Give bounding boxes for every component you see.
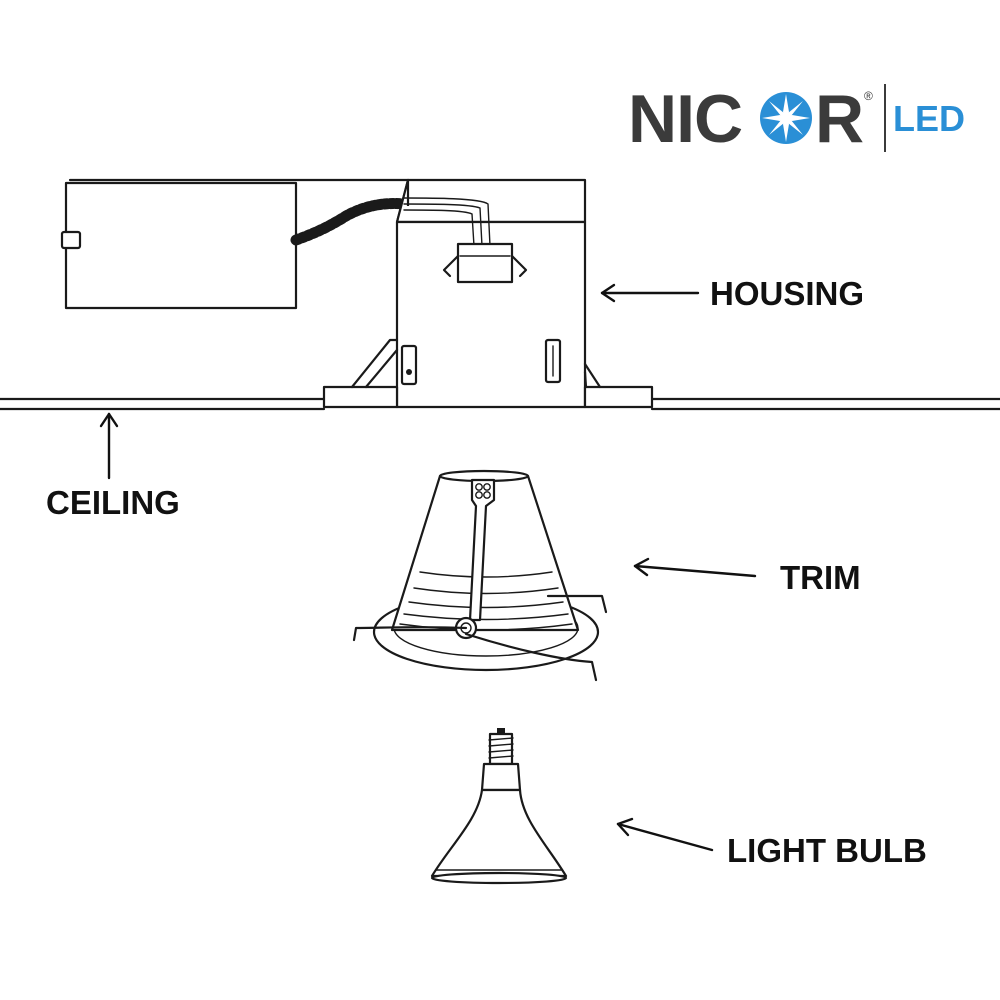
trim-arrow <box>633 557 757 578</box>
lamp-socket <box>456 242 514 284</box>
trim-spring-wire-left <box>352 626 468 642</box>
mounting-flange-right <box>583 385 654 409</box>
trim-drawing <box>352 469 608 682</box>
bulb-reflector <box>430 788 568 878</box>
logo-brand-right: R <box>815 81 863 157</box>
logo-starburst-icon <box>760 92 812 144</box>
trim-spring-wire-right <box>464 632 598 682</box>
flex-conduit <box>290 198 410 246</box>
junction-box-clip <box>60 230 82 250</box>
logo-product-line: LED <box>893 98 965 139</box>
ceiling-label: CEILING <box>46 484 180 521</box>
housing-arrow <box>600 283 700 303</box>
trim-label: TRIM <box>780 559 861 596</box>
logo-registered-mark: ® <box>864 89 873 103</box>
junction-box <box>64 181 298 310</box>
housing-label: HOUSING <box>710 275 864 312</box>
light-bulb-label: LIGHT BULB <box>727 832 927 869</box>
light-bulb-drawing <box>430 728 568 885</box>
nicor-led-logo: NIC R ® LED <box>628 81 965 157</box>
ceiling-arrow <box>99 412 119 480</box>
mounting-flange-left <box>322 385 399 409</box>
ceiling-plane <box>0 397 1000 411</box>
housing-drawing <box>60 178 654 409</box>
light-bulb-arrow <box>616 817 714 852</box>
bulb-lens <box>430 871 568 885</box>
logo-brand-left: NIC <box>628 81 742 157</box>
